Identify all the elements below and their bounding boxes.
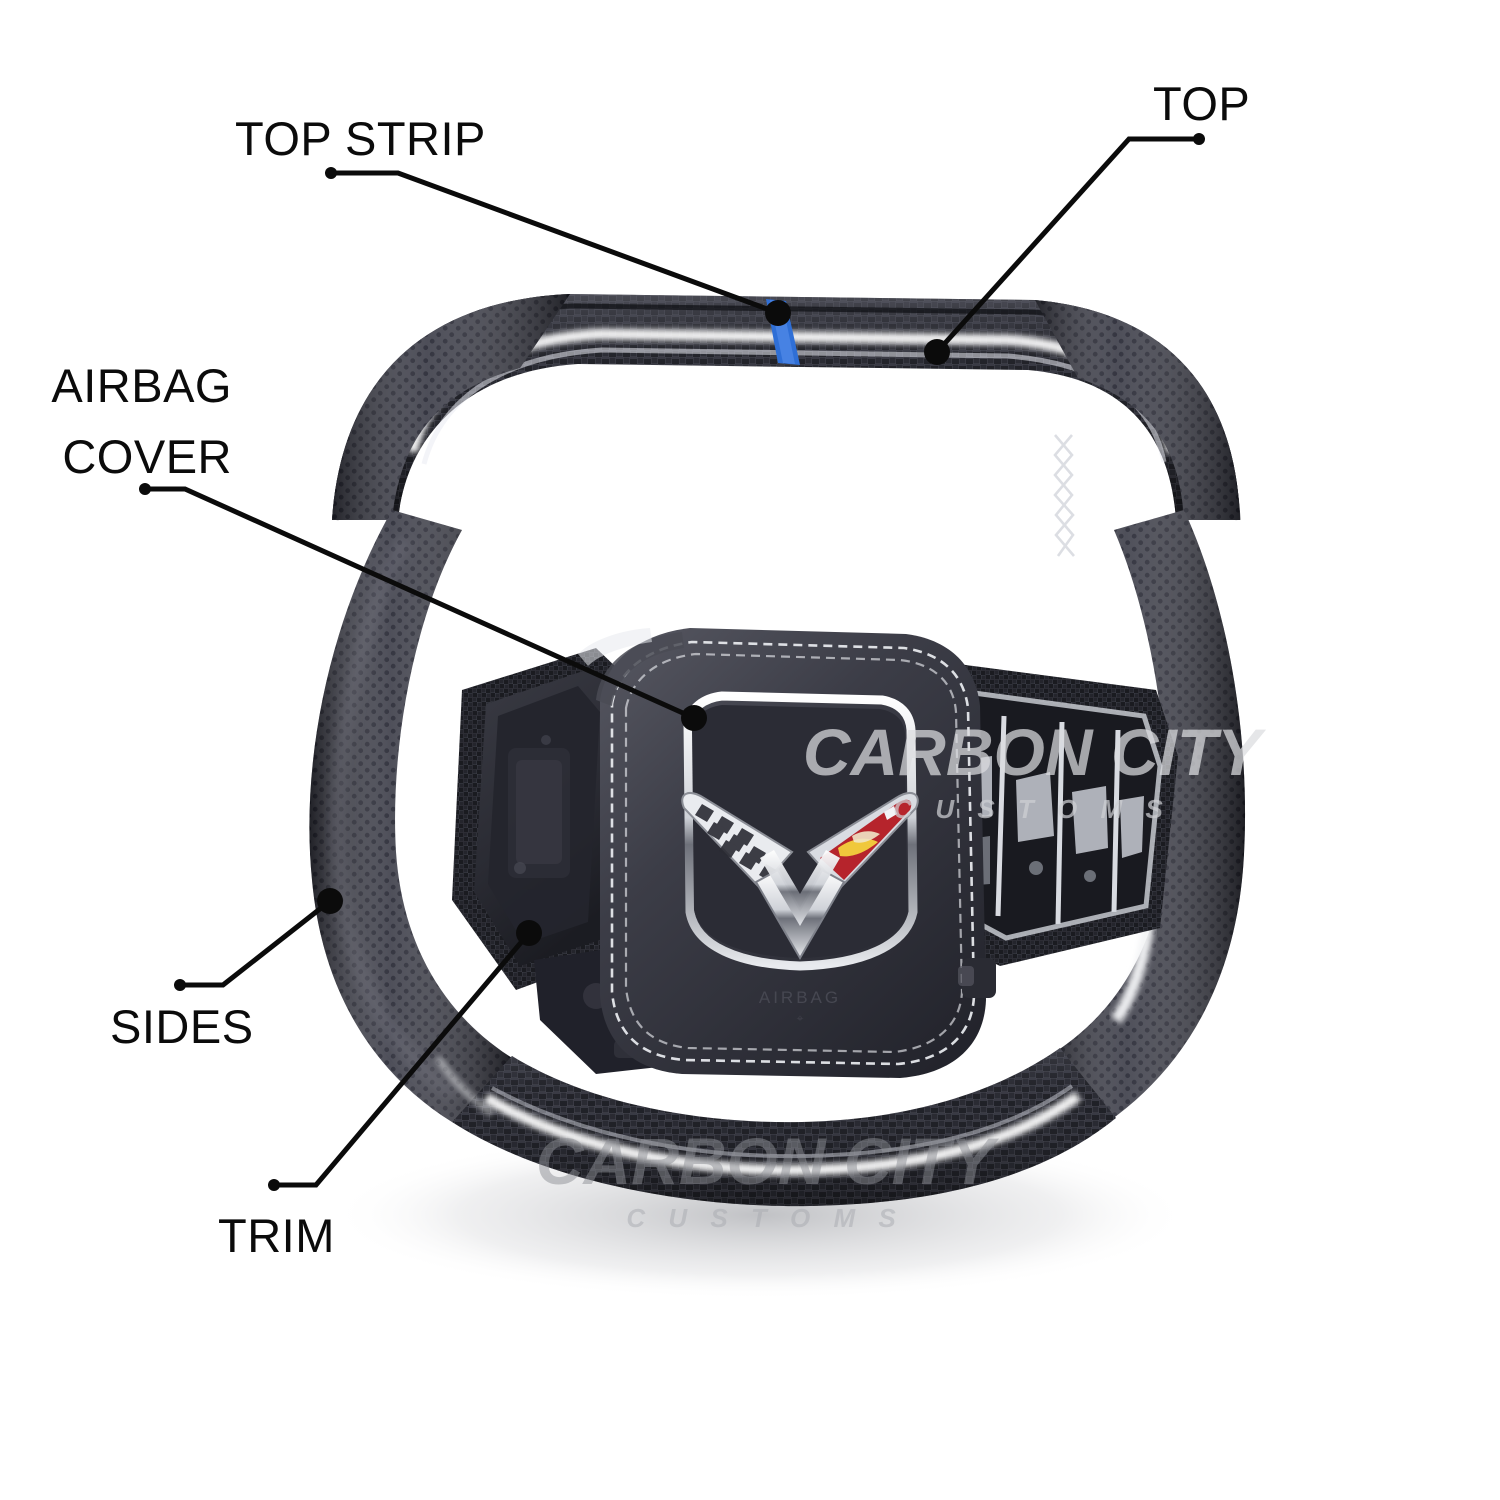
watermark-center-line2: C U S T O M S xyxy=(893,794,1170,824)
airbag-embossed-text: AIRBAG xyxy=(759,988,841,1007)
callout-label-top-strip: TOP STRIP xyxy=(235,112,486,165)
callout-target-dot-trim xyxy=(516,920,542,946)
callout-target-dot-sides xyxy=(317,888,343,914)
wheel-bottom-carbon-rim xyxy=(452,1048,1116,1207)
callout-leader-airbag-cover xyxy=(145,486,696,721)
left-spoke-carbon-trim xyxy=(452,648,640,990)
watermark-bottom: CARBON CITY C U S T O M S xyxy=(536,1124,999,1233)
callout-label-trim: TRIM xyxy=(218,1209,335,1262)
wheel-right-side-leather xyxy=(1046,510,1246,1122)
callout-top: TOP xyxy=(924,77,1250,365)
callout-target-dot-top-strip xyxy=(765,300,791,326)
callout-leader-top xyxy=(935,136,1199,354)
cross-stitch-right xyxy=(1053,434,1075,557)
watermark-bottom-line1: CARBON CITY xyxy=(536,1124,999,1198)
corvette-crossed-flags-emblem xyxy=(681,792,919,960)
wheel-hub-assembly: AIRBAG ⌖ xyxy=(452,628,1178,1078)
wheel-upper-right-leather xyxy=(1035,300,1240,557)
callout-leader-top-strip xyxy=(331,170,779,316)
wheel-left-side-leather xyxy=(309,510,512,1122)
wheel-upper-left-leather xyxy=(332,294,570,520)
callout-label-airbag-cover-line1: AIRBAG xyxy=(51,359,232,412)
left-rim-white-accent xyxy=(435,1056,495,1117)
callout-sides: SIDES xyxy=(110,888,343,1053)
watermark-center-line1: CARBON CITY xyxy=(803,715,1266,789)
callout-origin-dot-top xyxy=(1193,133,1205,145)
steering-wheel: AIRBAG ⌖ xyxy=(309,294,1246,1207)
callout-origin-dot-airbag-cover xyxy=(139,483,151,495)
callout-leader-sides xyxy=(180,899,332,988)
airbag-cover-pad: AIRBAG ⌖ xyxy=(578,628,986,1078)
callout-origin-dot-trim xyxy=(268,1179,280,1191)
hub-right-tab xyxy=(958,958,996,998)
airbag-embossed-sub: ⌖ xyxy=(797,1011,804,1025)
callout-label-airbag-cover-line2: COVER xyxy=(62,430,232,483)
callout-leader-trim xyxy=(274,931,531,1188)
watermark-center: CARBON CITY C U S T O M S xyxy=(803,715,1266,824)
callout-airbag-cover: AIRBAG COVER xyxy=(51,359,707,731)
callout-label-top: TOP xyxy=(1153,77,1250,130)
emblem-chrome-bezel xyxy=(683,691,918,971)
callout-label-sides: SIDES xyxy=(110,1000,254,1053)
callout-target-dot-top xyxy=(924,339,950,365)
callout-origin-dot-top-strip xyxy=(325,167,337,179)
callout-top-strip: TOP STRIP xyxy=(235,112,791,326)
callout-origin-dot-sides xyxy=(174,979,186,991)
callout-target-dot-airbag-cover xyxy=(681,705,707,731)
callout-trim: TRIM xyxy=(218,920,542,1262)
watermark-bottom-line2: C U S T O M S xyxy=(626,1203,903,1233)
